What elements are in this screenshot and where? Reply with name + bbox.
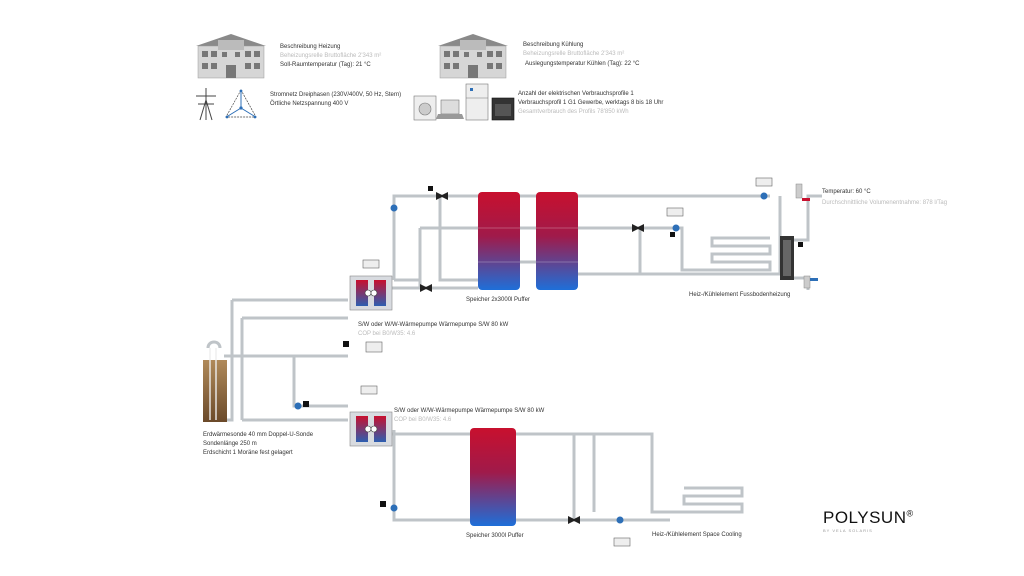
storage-tank [470, 428, 516, 526]
laptop-icon [436, 99, 464, 119]
heating-area: Beheizungsrelle Bruttofläche 2'343 m² [280, 53, 382, 59]
storage2-label: Speicher 3000l Puffer [466, 533, 524, 539]
heat-exchanger-icon [780, 236, 794, 280]
washing-machine-icon [413, 95, 437, 121]
hotwater-volume: Durchschnittliche Volumenentnahme: 878 l… [822, 200, 948, 206]
heatpump2-label: S/W oder W/W-Wärmepumpe Wärmepumpe S/W 8… [394, 408, 545, 414]
earth-probe-icon [203, 340, 227, 422]
probe-label-2: Sondenlänge 250 m [203, 441, 257, 447]
three-phase-star-icon [225, 89, 257, 119]
consumers-line1: Anzahl der elektrischen Verbrauchsprofil… [518, 91, 634, 97]
pipe-network [210, 194, 822, 522]
grid-line2: Örtliche Netzspannung 400 V [270, 101, 349, 107]
building-icon [196, 34, 266, 79]
brand-name: POLYSUN [823, 508, 907, 527]
controller-icon [360, 177, 773, 547]
polysun-logo: POLYSUN® [823, 508, 914, 528]
cooling-temp: Auslegungstemperatur Kühlen (Tag): 22 °C [525, 61, 640, 67]
heatpump2-cop: COP bei B0/W35: 4.6 [394, 417, 452, 423]
hotwater-temp: Temperatur: 60 °C [822, 189, 871, 195]
heat-pump-icon [349, 411, 393, 447]
consumers-line2: Verbrauchsprofil 1 G1 Gewerbe, werktags … [518, 100, 664, 106]
oven-icon [491, 97, 515, 121]
storage-tank [536, 192, 578, 290]
refrigerator-icon [465, 83, 489, 121]
grid-line1: Stromnetz Dreiphasen (230V/400V, 50 Hz, … [270, 92, 402, 98]
power-pylon-icon [196, 88, 216, 121]
space-cooling-label: Heiz-/Kühlelement Space Cooling [652, 532, 742, 538]
sensor-icon [303, 186, 803, 507]
cooling-area: Beheizungsrelle Bruttofläche 2'343 m² [523, 51, 625, 57]
heating-temp: Soll-Raumtemperatur (Tag): 21 °C [280, 62, 371, 68]
probe-label-3: Erdschicht 1 Moräne fest gelagert [203, 450, 293, 456]
cooling-title: Beschreibung Kühlung [523, 42, 584, 48]
storage1-label: Speicher 2x3000l Puffer [466, 297, 530, 303]
brand-subtitle: BY VELA SOLARIS [823, 528, 873, 533]
heat-pump-icon [349, 275, 393, 311]
heating-title: Beschreibung Heizung [280, 44, 341, 50]
three-way-valve-icon [420, 192, 644, 524]
floor-heating-label: Heiz-/Kühlelement Fussbodenheizung [689, 292, 791, 298]
heatpump1-cop: COP bei B0/W35: 4.6 [358, 331, 416, 337]
brand-mark: ® [906, 508, 914, 519]
storage-tank [478, 192, 520, 290]
probe-label-1: Erdwärmesonde 40 mm Doppel-U-Sonde [203, 432, 314, 438]
heatpump1-label: S/W oder W/W-Wärmepumpe Wärmepumpe S/W 8… [358, 322, 509, 328]
tap-icon [795, 183, 818, 289]
building-icon [438, 34, 508, 79]
pump-icon [294, 192, 768, 524]
consumers-line3: Gesamtverbrauch des Profils 78'850 kWh [518, 109, 629, 115]
